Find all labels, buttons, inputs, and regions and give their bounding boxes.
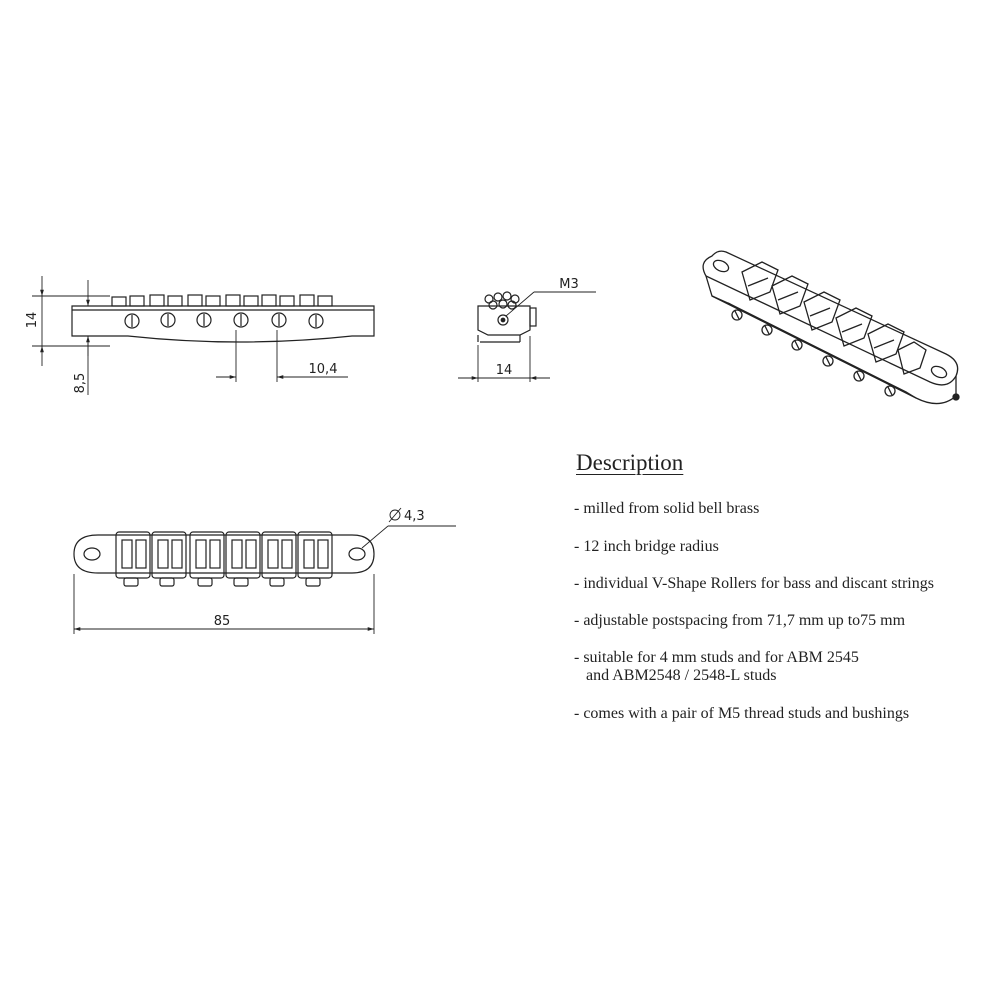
top-dimensions [73, 507, 456, 634]
description-item-bushings: - comes with a pair of M5 thread studs a… [574, 705, 910, 722]
isometric-view [702, 250, 960, 405]
description-item-radius: - 12 inch bridge radius [574, 538, 719, 555]
front-screws [124, 312, 324, 329]
top-view [73, 531, 375, 587]
dim-thread-label: M3 [559, 277, 579, 292]
side-dimensions [458, 291, 596, 382]
front-body [71, 305, 375, 343]
dim-hole-diameter-label: 4,3 [404, 509, 425, 524]
dim-roller-spacing-label: 10,4 [309, 362, 338, 377]
dim-side-width-label: 14 [496, 363, 513, 378]
top-saddles [115, 531, 333, 579]
dim-height-label: 14 [25, 312, 40, 329]
description-item-postspacing: - adjustable postspacing from 71,7 mm up… [574, 612, 906, 629]
description-item-rollers: - individual V-Shape Rollers for bass an… [574, 575, 934, 592]
front-dimensions [32, 276, 348, 395]
description-item-studs: - suitable for 4 mm studs and for ABM 25… [574, 649, 859, 684]
dim-length-label: 85 [214, 614, 231, 629]
top-body [73, 534, 375, 574]
front-view [71, 294, 375, 343]
front-saddles [111, 294, 333, 307]
isometric-saddles [741, 261, 927, 375]
description-item-material: - milled from solid bell brass [574, 500, 760, 517]
description-title: Description [576, 450, 684, 475]
side-view [477, 291, 537, 343]
top-screws [123, 577, 321, 587]
isometric-screws [731, 309, 896, 397]
dim-offset-label: 8,5 [73, 373, 88, 394]
